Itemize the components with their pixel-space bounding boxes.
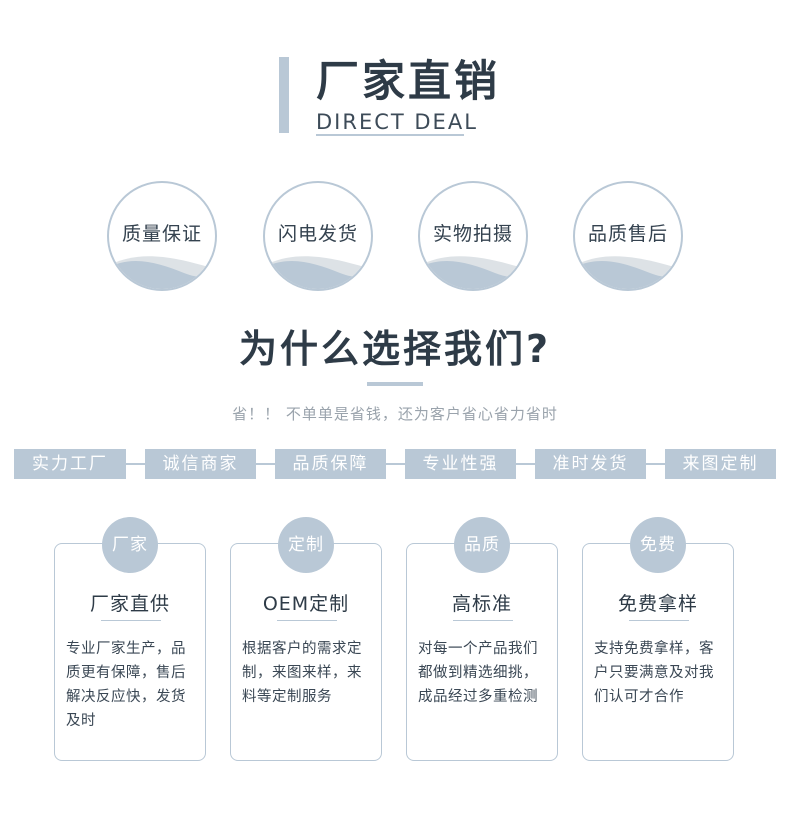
tag-connector-line bbox=[14, 463, 776, 465]
feature-circle-photo: 实物拍摄 bbox=[418, 181, 528, 291]
why-subtitle: 省！！ 不单单是省钱，还为客户省心省力省时 bbox=[232, 405, 558, 423]
card-title: 厂家直供 bbox=[89, 593, 170, 615]
feature-label: 实物拍摄 bbox=[432, 223, 513, 245]
card-standard: 高标准 对每一个产品我们都做到精选细挑，成品经过多重检测 bbox=[406, 543, 558, 761]
feature-label: 质量保证 bbox=[121, 223, 202, 245]
page-title: 厂家直销 bbox=[316, 57, 500, 107]
card-description: 支持免费拿样，客户只要满意及对我们认可才合作 bbox=[594, 641, 714, 705]
wave-decoration bbox=[265, 256, 371, 289]
tag-factory: 实力工厂 bbox=[14, 449, 126, 479]
feature-label: 闪电发货 bbox=[277, 223, 358, 245]
tag-custom: 来图定制 bbox=[665, 449, 776, 479]
card-title: 免费拿样 bbox=[617, 593, 698, 615]
card-badge: 厂家 bbox=[102, 517, 158, 573]
wave-decoration bbox=[575, 256, 681, 289]
card-title: 高标准 bbox=[451, 593, 512, 615]
tag-professional: 专业性强 bbox=[405, 449, 516, 479]
feature-circle-aftersale: 品质售后 bbox=[573, 181, 683, 291]
card-description: 专业厂家生产，品质更有保障，售后解决反应快，发货及时 bbox=[66, 641, 186, 729]
card-divider bbox=[453, 620, 513, 621]
card-badge: 定制 bbox=[278, 517, 334, 573]
card-description: 对每一个产品我们都做到精选细挑，成品经过多重检测 bbox=[418, 641, 538, 705]
card-oem: OEM定制 根据客户的需求定制，来图来样，来料等定制服务 bbox=[230, 543, 382, 761]
tag-honest: 诚信商家 bbox=[145, 449, 256, 479]
card-sample: 免费拿样 支持免费拿样，客户只要满意及对我们认可才合作 bbox=[582, 543, 734, 761]
page-subtitle: DIRECT DEAL bbox=[316, 110, 478, 134]
card-description: 根据客户的需求定制，来图来样，来料等定制服务 bbox=[242, 641, 362, 705]
card-factory: 厂家直供 专业厂家生产，品质更有保障，售后解决反应快，发货及时 bbox=[54, 543, 206, 761]
subtitle-underline bbox=[316, 134, 464, 136]
why-heading: 为什么选择我们? bbox=[238, 327, 552, 371]
card-divider bbox=[629, 620, 689, 621]
card-divider bbox=[101, 620, 161, 621]
tag-ontime: 准时发货 bbox=[535, 449, 646, 479]
wave-decoration bbox=[420, 256, 526, 289]
feature-circle-quality: 质量保证 bbox=[107, 181, 217, 291]
why-underline bbox=[367, 382, 423, 386]
feature-label: 品质售后 bbox=[587, 223, 668, 245]
feature-circle-delivery: 闪电发货 bbox=[263, 181, 373, 291]
card-divider bbox=[277, 620, 337, 621]
card-badge: 品质 bbox=[454, 517, 510, 573]
card-badge: 免费 bbox=[630, 517, 686, 573]
card-title: OEM定制 bbox=[262, 593, 350, 615]
wave-decoration bbox=[109, 256, 215, 289]
header-accent-bar bbox=[279, 57, 289, 133]
tag-quality: 品质保障 bbox=[275, 449, 386, 479]
